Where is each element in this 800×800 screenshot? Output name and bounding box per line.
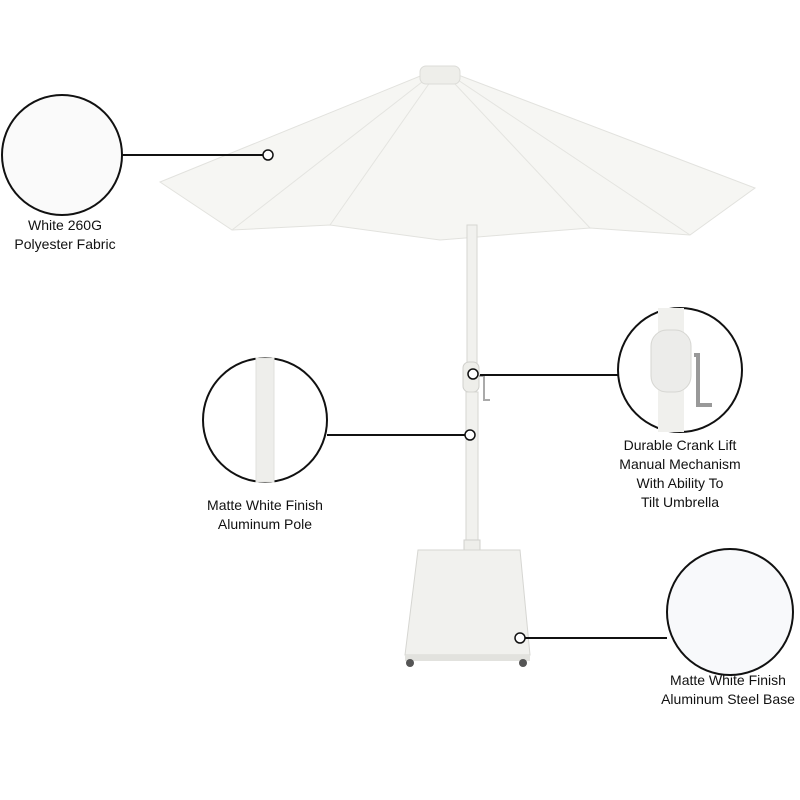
umbrella-base bbox=[404, 549, 531, 667]
pole-label-line1: Matte White Finish bbox=[207, 497, 323, 513]
fabric-label: White 260G Polyester Fabric bbox=[0, 216, 165, 254]
pole-callout bbox=[202, 357, 476, 483]
umbrella-pole bbox=[462, 224, 490, 601]
base-label-line2: Aluminum Steel Base bbox=[661, 691, 795, 707]
crank-label-line4: Tilt Umbrella bbox=[640, 494, 720, 510]
crank-callout bbox=[467, 307, 743, 433]
crank-label: Durable Crank Lift Manual Mechanism With… bbox=[580, 436, 780, 512]
pole-label-line2: Aluminum Pole bbox=[217, 516, 313, 532]
fabric-label-line2: Polyester Fabric bbox=[14, 236, 116, 252]
base-label: Matte White Finish Aluminum Steel Base bbox=[628, 671, 800, 709]
crank-label-line2: Manual Mechanism bbox=[619, 456, 741, 472]
base-callout bbox=[514, 548, 794, 676]
umbrella-canopy bbox=[158, 65, 757, 241]
pole-label: Matte White Finish Aluminum Pole bbox=[165, 496, 365, 534]
base-label-line1: Matte White Finish bbox=[670, 672, 786, 688]
crank-label-line3: With Ability To bbox=[636, 475, 724, 491]
fabric-callout bbox=[1, 94, 274, 216]
fabric-label-line1: White 260G bbox=[28, 217, 102, 233]
crank-label-line1: Durable Crank Lift bbox=[623, 437, 737, 453]
